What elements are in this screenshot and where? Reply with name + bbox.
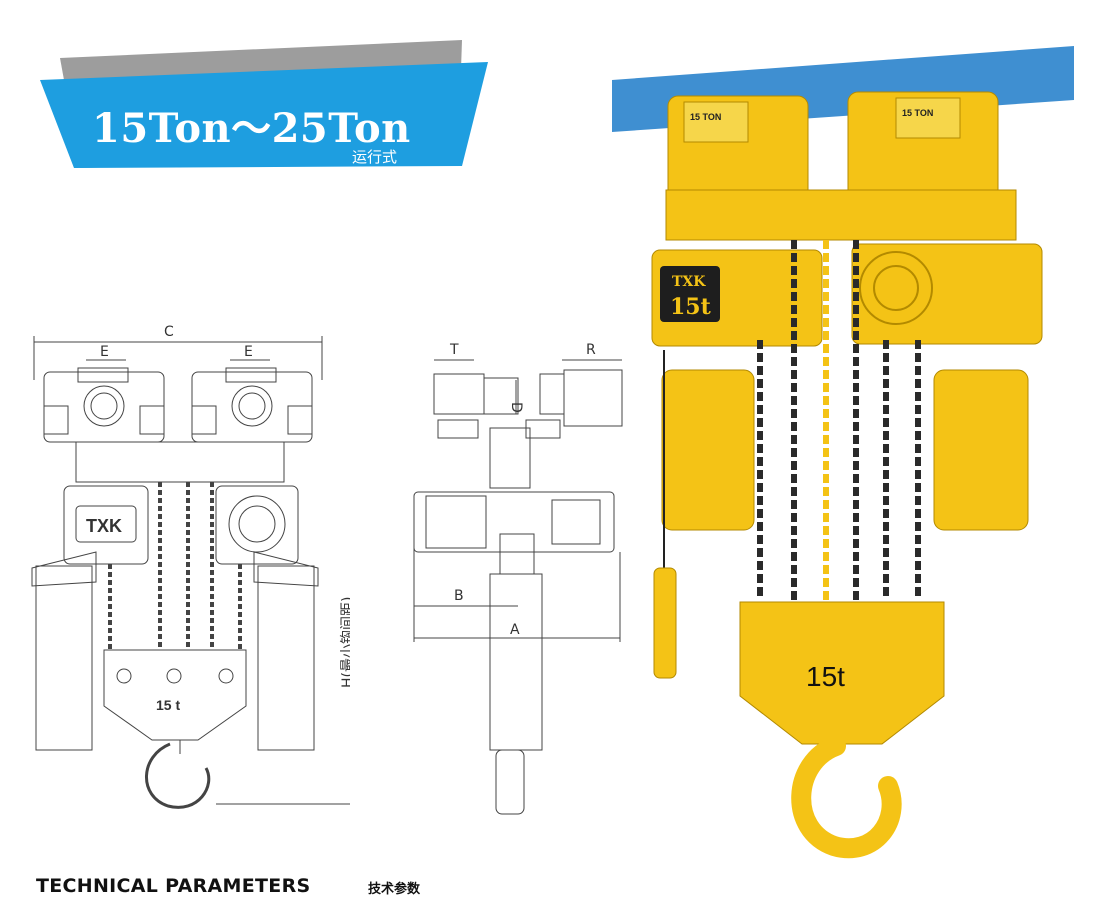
page-subtitle: 运行式 — [352, 148, 398, 166]
dim-label-r: R — [586, 342, 596, 358]
dim-label-c: C — [164, 324, 174, 340]
chain-bag-right — [933, 369, 1029, 531]
dim-label-d: D — [508, 402, 524, 413]
dim-label-e-right: E — [244, 344, 253, 360]
trolley-plate-right: 15 TON — [902, 108, 933, 118]
front-view-drawing: C E E TXK 15 t H(最小钩间距) — [31, 324, 350, 809]
section-subtitle: 技术参数 — [368, 882, 421, 897]
pendant-control — [653, 567, 677, 679]
dim-label-a: A — [510, 622, 520, 638]
front-brand-label: TXK — [86, 516, 122, 536]
front-block-label: 15 t — [156, 697, 180, 713]
motor-capacity: 15t — [670, 294, 712, 320]
dim-label-t: T — [449, 342, 459, 358]
title-banner — [40, 40, 488, 168]
banner-blue-band — [40, 62, 488, 168]
hoist-product-photo: 15 TON 15 TON TXK 15t 15t — [612, 46, 1074, 859]
dim-label-b: B — [454, 588, 464, 604]
chain-bag-left — [661, 369, 755, 531]
trolley-plate-left: 15 TON — [690, 112, 721, 122]
motor-brand: TXK — [672, 274, 706, 290]
hook — [791, 736, 902, 859]
side-view-drawing: T R D B A — [413, 342, 623, 815]
dim-label-e-left: E — [100, 344, 109, 360]
dim-label-h: H(最小钩间距) — [340, 597, 350, 688]
bottom-block — [739, 601, 945, 745]
page-title: 15Ton～25Ton — [92, 105, 411, 152]
section-title: TECHNICAL PARAMETERS — [36, 875, 311, 897]
block-capacity: 15t — [806, 661, 845, 692]
